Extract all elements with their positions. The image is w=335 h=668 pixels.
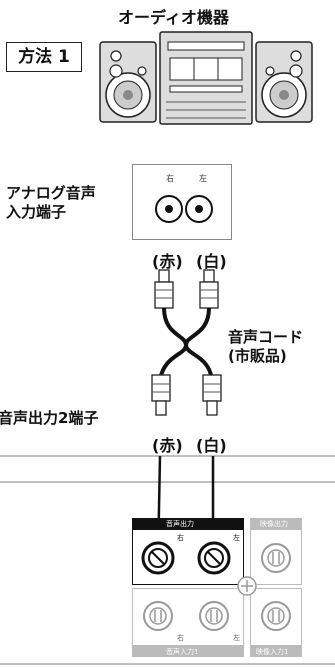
- audio-out-label: 音声出力: [166, 520, 194, 528]
- audio-cord-label: 音声コード (市販品): [228, 328, 303, 366]
- video-out-header: 映像出力: [250, 518, 302, 529]
- bottom-red-plug-tip: [155, 400, 167, 416]
- analog-input-label-line2: 入力端子: [6, 203, 67, 221]
- audio-in-label: 音声入力1: [166, 648, 199, 656]
- audio-output-2-label: 音声出力2端子: [0, 409, 99, 427]
- bottom-red-plug-body: [151, 374, 171, 402]
- audio-in-left-jack: [199, 601, 229, 631]
- cable-top-red-label: (赤): [152, 252, 183, 271]
- rear-terminal-panel: 音声出力 映像出力 右 左 右 左 音声入力1 映像入力1: [132, 518, 304, 658]
- video-in-label: 映像入力1: [256, 648, 289, 656]
- video-in-footer: 映像入力1: [250, 646, 302, 657]
- audio-in-left-label: 左: [233, 634, 240, 642]
- top-white-plug-body: [199, 281, 219, 309]
- analog-audio-input-label: アナログ音声 入力端子: [6, 184, 96, 222]
- stereo-system-illustration: [99, 31, 313, 125]
- audio-out-header: 音声出力: [132, 518, 244, 529]
- top-red-plug-body: [154, 281, 174, 309]
- audio-out-right-label: 右: [177, 534, 184, 542]
- audio-in-right-label: 右: [177, 634, 184, 642]
- cord-label-line2: (市販品): [228, 347, 287, 365]
- panel-jacks: [141, 541, 291, 631]
- top-white-plug-tip: [203, 269, 215, 283]
- video-out-box: [250, 529, 302, 585]
- jack-left-label: 左: [199, 174, 207, 183]
- analog-input-label-line1: アナログ音声: [6, 184, 96, 202]
- analog-input-jack-panel: 右 左: [132, 164, 232, 240]
- bottom-white-plug-body: [202, 374, 222, 402]
- cable-bottom-white-label: (白): [196, 436, 227, 455]
- cord-label-line1: 音声コード: [228, 328, 304, 346]
- video-in-jack: [261, 601, 291, 631]
- cable-top-white-label: (白): [196, 252, 227, 271]
- bottom-white-plug-tip: [206, 400, 218, 416]
- audio-in-right-jack: [143, 601, 173, 631]
- video-out-label: 映像出力: [260, 520, 288, 528]
- jack-right-label: 右: [166, 174, 174, 183]
- audio-device-title: オーディオ機器: [118, 8, 229, 27]
- cable-bottom-red-label: (赤): [152, 436, 183, 455]
- video-out-jack: [261, 543, 291, 573]
- top-red-plug-tip: [158, 269, 170, 283]
- analog-input-jacks: [155, 195, 213, 223]
- audio-out-left-label: 左: [233, 534, 240, 542]
- method-label: 方法 1: [6, 42, 82, 72]
- audio-in-footer: 音声入力1: [132, 646, 244, 657]
